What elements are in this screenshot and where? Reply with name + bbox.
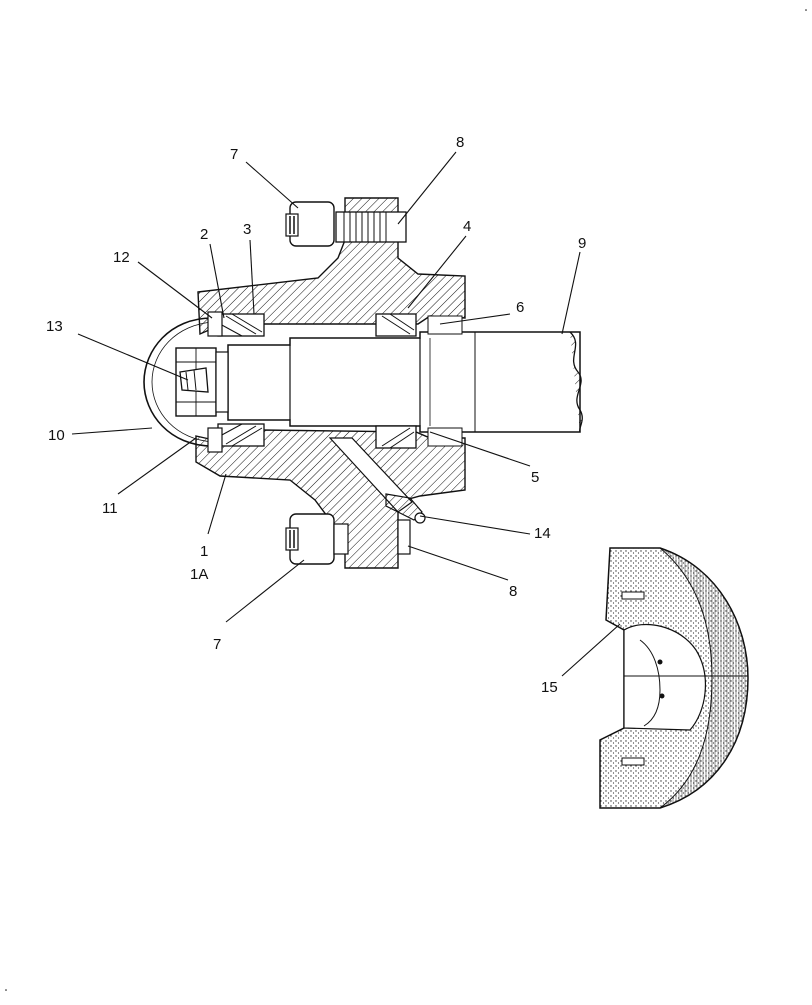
callout-7-top: 7 [230,146,239,163]
inner-bearing-bottom [217,423,265,447]
callout-11: 11 [102,500,118,517]
cotter-pin [179,367,209,393]
callout-8-top: 8 [456,134,465,151]
callout-4: 4 [463,218,472,235]
wheel-bolt-bottom [285,513,411,565]
callout-2: 2 [200,226,209,243]
callout-1a: 1A [190,566,209,583]
seal [207,311,223,453]
spindle [227,331,583,433]
corner-mark [5,989,7,991]
inner-bearing-top [217,313,265,337]
wheel-bolt-top [285,201,407,247]
outer-bearing-top [375,313,463,337]
callout-3: 3 [243,221,252,238]
callout-1: 1 [200,543,209,560]
callout-14: 14 [534,525,551,542]
callout-15: 15 [541,679,558,696]
callout-8-bottom: 8 [509,583,518,600]
corner-mark [805,9,807,11]
callout-10: 10 [48,427,65,444]
callout-9: 9 [578,235,587,252]
callout-12: 12 [113,249,130,266]
leader-lines [71,151,621,677]
callout-13: 13 [46,318,63,335]
dust-cap [143,317,215,447]
wheel-weight [599,547,749,809]
grease-fitting [385,493,426,524]
callout-7-bottom: 7 [213,636,222,653]
callout-5: 5 [531,469,540,486]
callout-6: 6 [516,299,525,316]
